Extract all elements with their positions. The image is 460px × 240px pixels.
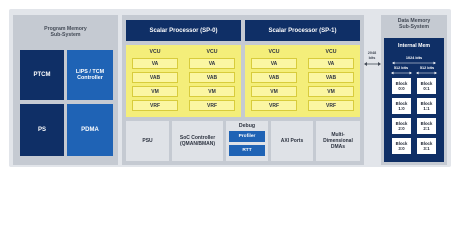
ps-block: PS [20, 104, 64, 156]
memory-block-3-0: Block 3:0 [392, 138, 411, 154]
multi-dimensional-dmas-block: Multi- Dimensional DMAs [316, 121, 360, 161]
memory-block-0-1: Block 0:1 [417, 78, 436, 94]
vm-unit: VM [308, 86, 354, 97]
total-bits-label: 1024 bits [405, 56, 423, 60]
program-memory-title: Program Memory Sub-System [44, 26, 87, 38]
left-column-bits-arrow [391, 71, 412, 75]
vcu-label: VCU [206, 49, 218, 55]
right-column-bits-label: 512 bits [419, 66, 435, 70]
vrf-unit: VRF [251, 100, 297, 111]
rtt-block: RTT [229, 145, 265, 156]
vcu-group-1-1: VCU VA VAB VM VRF [304, 47, 358, 115]
scalar-processor-0-header: Scalar Processor (SP-0) [126, 20, 241, 41]
va-unit: VA [251, 58, 297, 69]
va-unit: VA [132, 58, 178, 69]
vcu-group-0-1: VCU VA VAB VM VRF [185, 47, 239, 115]
vm-unit: VM [251, 86, 297, 97]
bus-arrow [364, 62, 381, 66]
debug-label: Debug [238, 123, 256, 129]
vab-unit: VAB [308, 72, 354, 83]
memory-block-1-1: Block 1:1 [417, 98, 436, 114]
vcu-group-1-0: VCU VA VAB VM VRF [247, 47, 301, 115]
vab-unit: VAB [132, 72, 178, 83]
left-column-bits-label: 512 bits [393, 66, 409, 70]
vm-unit: VM [132, 86, 178, 97]
total-bits-arrow [392, 61, 436, 65]
va-unit: VA [308, 58, 354, 69]
vrf-unit: VRF [132, 100, 178, 111]
vrf-unit: VRF [189, 100, 235, 111]
axi-ports-block: AXI Ports [271, 121, 313, 161]
vcu-label: VCU [325, 49, 337, 55]
va-unit: VA [189, 58, 235, 69]
vab-unit: VAB [189, 72, 235, 83]
memory-block-0-0: Block 0:0 [392, 78, 411, 94]
vcu-label: VCU [268, 49, 280, 55]
memory-block-3-1: Block 3:1 [417, 138, 436, 154]
lips-tcm-controller-block: LIPS / TCM Controller [67, 50, 113, 100]
bus-width-label: 2048 bits [367, 51, 377, 60]
right-column-bits-arrow [416, 71, 437, 75]
scalar-processor-1-header: Scalar Processor (SP-1) [245, 20, 360, 41]
internal-mem-title: Internal Mem [398, 43, 430, 49]
memory-block-2-0: Block 2:0 [392, 118, 411, 134]
psu-block: PSU [126, 121, 169, 161]
ptcm-block: PTCM [20, 50, 64, 100]
vcu-label: VCU [149, 49, 161, 55]
memory-block-1-0: Block 1:0 [392, 98, 411, 114]
data-memory-title: Data Memory Sub-System [397, 18, 431, 30]
vm-unit: VM [189, 86, 235, 97]
vrf-unit: VRF [308, 100, 354, 111]
vcu-group-0-0: VCU VA VAB VM VRF [128, 47, 182, 115]
soc-controller-block: SoC Controller (QMAN/BMAN) [172, 121, 223, 161]
profiler-block: Profiler [229, 131, 265, 142]
vab-unit: VAB [251, 72, 297, 83]
pdma-block: PDMA [67, 104, 113, 156]
memory-block-2-1: Block 2:1 [417, 118, 436, 134]
